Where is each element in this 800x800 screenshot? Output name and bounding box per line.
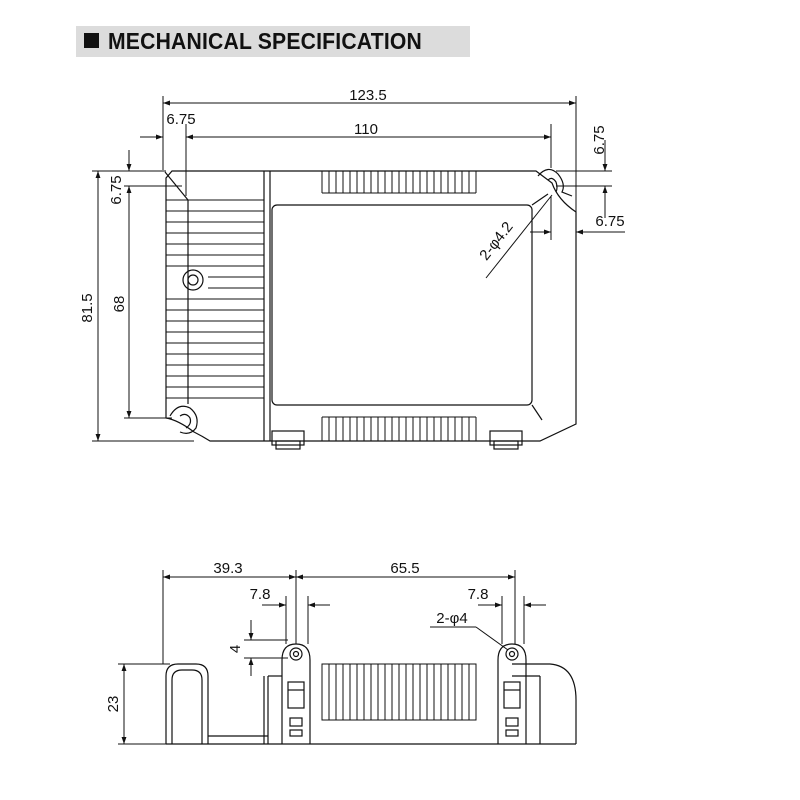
side-view-outline [165, 663, 209, 744]
section-header [76, 26, 470, 57]
dim-left-offset: 6.75 [166, 111, 195, 128]
top-view-dimensions [92, 96, 625, 442]
top-view [164, 168, 577, 450]
dim-tab-width-left: 7.8 [250, 586, 271, 603]
dim-overall-width: 123.5 [349, 87, 387, 104]
top-view-screw [182, 269, 204, 291]
top-view-clip-right [489, 430, 523, 446]
section-title: MECHANICAL SPECIFICATION [108, 28, 422, 54]
dim-tab-spacing: 65.5 [390, 560, 419, 577]
side-view-vents [321, 663, 477, 721]
top-view-mount-hole-right [537, 168, 573, 197]
top-view-mount-hole-left [169, 405, 198, 434]
hole-label-top: 2-φ4.2 [476, 219, 516, 264]
dim-right-top: 6.75 [591, 125, 608, 154]
top-view-bottom-vents [321, 416, 477, 441]
top-view-clip-left [271, 430, 305, 446]
dim-tab-width-right: 7.8 [468, 586, 489, 603]
top-view-top-vents [321, 171, 477, 194]
dim-left-to-tab: 39.3 [213, 560, 242, 577]
side-view-dimensions [118, 570, 546, 745]
dim-right-side: 6.75 [595, 213, 624, 230]
dim-hole-spacing: 110 [354, 121, 378, 138]
dim-left-top: 6.75 [108, 175, 125, 204]
top-view-left-ribs [166, 199, 264, 399]
dim-hole-vertical: 68 [111, 296, 128, 313]
side-view [165, 643, 577, 745]
side-view-dimension-labels: 39.3 65.5 7.8 7.8 4 23 2-φ4 [105, 560, 488, 712]
dim-overall-height: 81.5 [79, 293, 96, 322]
header-bullet-icon [84, 33, 99, 48]
top-view-label-panel [271, 204, 533, 406]
side-view-tab-right [497, 643, 527, 744]
hole-label-side: 2-φ4 [436, 610, 467, 627]
dim-height: 23 [105, 696, 122, 713]
side-view-tab-left [281, 643, 311, 744]
top-view-outline [165, 170, 577, 442]
dim-tab-hole-offset: 4 [227, 645, 244, 653]
